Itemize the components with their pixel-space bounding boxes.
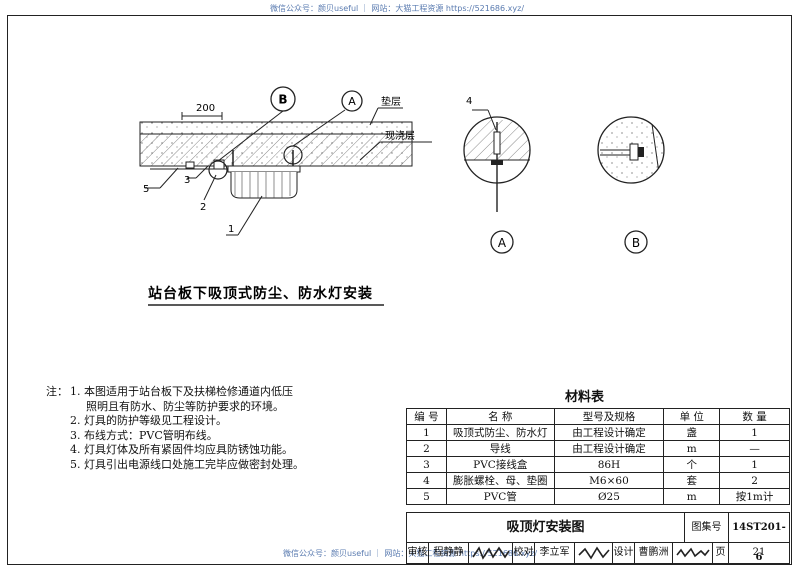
detail-a-view: 4 A: [463, 96, 531, 254]
table-cell: 个: [663, 456, 721, 473]
detail-label-b: B: [278, 93, 287, 107]
table-cell: 2: [719, 472, 790, 489]
design-label: 设计: [613, 543, 635, 563]
installation-drawing: 200 B A 垫层 现浇层 5 3 2 1: [139, 86, 665, 306]
table-cell: Ø25: [553, 488, 665, 505]
table-cell: M6×60: [553, 472, 665, 489]
label-cast-layer: 现浇层: [385, 129, 415, 142]
watermark-bottom: 微信公众号：颜贝useful ｜ 网站：大猫工程资源 https://52168…: [283, 549, 538, 558]
callout-1: 1: [228, 224, 234, 235]
notes-block: 注： 1. 本图适用于站台板下及扶梯检修通道内低压 照明且有防水、防尘等防护要求…: [46, 385, 304, 472]
table-cell: PVC接线盒: [445, 456, 555, 473]
title-block-drawing-title: 吸顶灯安装图: [407, 513, 685, 543]
table-cell: 膨胀螺栓、母、垫圈: [445, 472, 555, 489]
table-header: 编 号: [406, 408, 447, 425]
note-line: 2. 灯具的防护等级见工程设计。: [70, 414, 227, 427]
table-header: 名 称: [445, 408, 555, 425]
table-cell: 由工程设计确定: [553, 440, 665, 457]
review-name: 程静静: [429, 543, 469, 563]
drawing-main-title: 站台板下吸顶式防尘、防水灯安装: [148, 285, 373, 302]
dimension-200: 200: [181, 103, 223, 120]
table-header-row: 编 号 名 称 型号及规格 单 位 数 量: [406, 408, 790, 425]
design-name: 曹鹏洲: [635, 543, 673, 563]
label-cushion-layer: 垫层: [381, 95, 401, 108]
check-name: 李立军: [535, 543, 575, 563]
table-cell: 由工程设计确定: [553, 424, 665, 441]
table-cell: m: [663, 440, 721, 457]
table-cell: 3: [406, 456, 447, 473]
table-cell: 套: [663, 472, 721, 489]
callout-2: 2: [200, 202, 206, 213]
review-label: 审核: [407, 543, 429, 563]
table-cell: 4: [406, 472, 447, 489]
title-block: 吸顶灯安装图 图集号 14ST201-6 审核 程静静 校对 李立军 设计 曹鹏…: [406, 512, 790, 564]
detail-label-a: A: [348, 95, 356, 108]
drawing-frame: [7, 15, 792, 565]
table-cell: 导线: [445, 440, 555, 457]
detail-b-view: B: [597, 116, 665, 254]
note-line: 5. 灯具引出电源线口处施工完毕应做密封处理。: [70, 457, 304, 471]
table-row: 4 膨胀螺栓、母、垫圈 M6×60 套 2: [406, 472, 790, 489]
note-line: 4. 灯具灯体及所有紧固件均应具防锈蚀功能。: [70, 443, 293, 456]
table-header: 数 量: [719, 408, 790, 425]
detail-a-caption: A: [498, 236, 507, 250]
check-signature: [575, 543, 613, 563]
table-cell: m: [663, 488, 721, 505]
callout-4: 4: [466, 96, 472, 107]
table-row: 3 PVC接线盒 86H 个 1: [406, 456, 790, 473]
atlas-number: 14ST201-6: [729, 513, 789, 563]
callout-5: 5: [143, 184, 149, 195]
review-signature: [469, 543, 513, 563]
material-table-title: 材料表: [565, 390, 605, 405]
table-cell: 86H: [553, 456, 665, 473]
notes-prefix: 注：: [46, 385, 68, 398]
table-cell: 2: [406, 440, 447, 457]
table-row: 2 导线 由工程设计确定 m —: [406, 440, 790, 457]
watermark-top: 微信公众号：颜贝useful ｜ 网站：大猫工程资源 https://52168…: [270, 4, 525, 13]
material-table: 编 号 名 称 型号及规格 单 位 数 量 1 吸顶式防尘、防水灯 由工程设计确…: [406, 408, 790, 505]
table-cell: 1: [719, 456, 790, 473]
note-line: 1. 本图适用于站台板下及扶梯检修通道内低压: [70, 385, 293, 398]
table-header: 型号及规格: [553, 408, 665, 425]
dimension-label: 200: [196, 103, 215, 114]
check-label: 校对: [513, 543, 535, 563]
page-label: 页: [713, 543, 729, 563]
detail-b-caption: B: [632, 236, 640, 250]
conduit-and-lamp: [150, 150, 301, 199]
table-cell: PVC管: [445, 488, 555, 505]
table-cell: 5: [406, 488, 447, 505]
table-cell: 按1m计: [719, 488, 790, 505]
page-number: 21: [752, 547, 766, 558]
table-row: 1 吸顶式防尘、防水灯 由工程设计确定 盏 1: [406, 424, 790, 441]
table-header: 单 位: [663, 408, 721, 425]
table-cell: 1: [406, 424, 447, 441]
table-cell: —: [719, 440, 790, 457]
atlas-label: 图集号: [685, 513, 729, 543]
table-row: 5 PVC管 Ø25 m 按1m计: [406, 488, 790, 505]
table-cell: 1: [719, 424, 790, 441]
slab-section: [139, 121, 413, 167]
table-cell: 吸顶式防尘、防水灯: [445, 424, 555, 441]
design-signature: [673, 543, 713, 563]
note-line: 3. 布线方式：PVC管明布线。: [70, 428, 218, 442]
table-cell: 盏: [663, 424, 721, 441]
note-line: 照明且有防水、防尘等防护要求的环境。: [86, 399, 284, 413]
callout-3: 3: [184, 175, 190, 186]
